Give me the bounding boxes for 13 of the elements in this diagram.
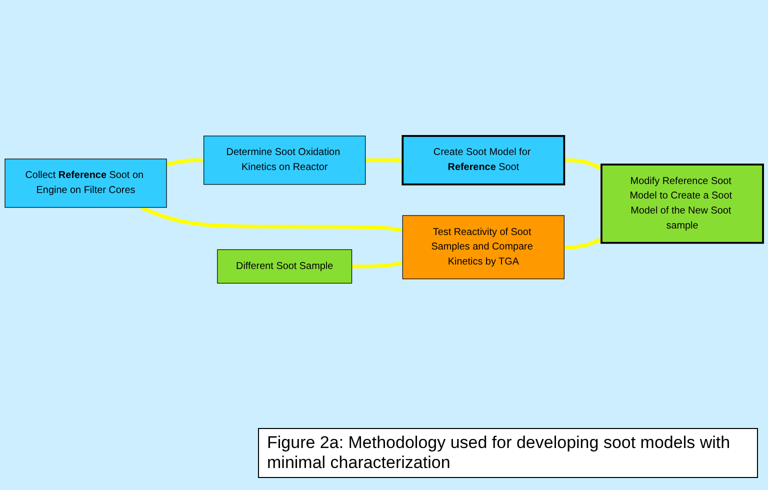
arrow xyxy=(140,206,403,233)
arrow xyxy=(365,158,403,164)
node-box: Test Reactivity of Soot Samples and Compare Kinetics by TGA xyxy=(402,216,564,280)
node-box: Modify Reference Soot Model to Create a Soot Model of the New Soot sample xyxy=(600,164,764,244)
figure-caption: Figure 2a: Methodology used for developing soot models with minimal characterization xyxy=(258,428,758,478)
node-box: Collect Reference Soot on Engine on Filter Cores xyxy=(4,159,167,208)
node-box: Different Soot Sample xyxy=(217,250,352,284)
node-box: Create Soot Model for Reference Soot xyxy=(402,135,566,186)
node-box: Determine Soot Oxidation Kinetics on Reactor xyxy=(204,136,366,186)
arrow xyxy=(564,238,602,250)
arrow xyxy=(166,158,204,167)
arrow xyxy=(564,158,602,170)
arrow xyxy=(352,262,403,269)
